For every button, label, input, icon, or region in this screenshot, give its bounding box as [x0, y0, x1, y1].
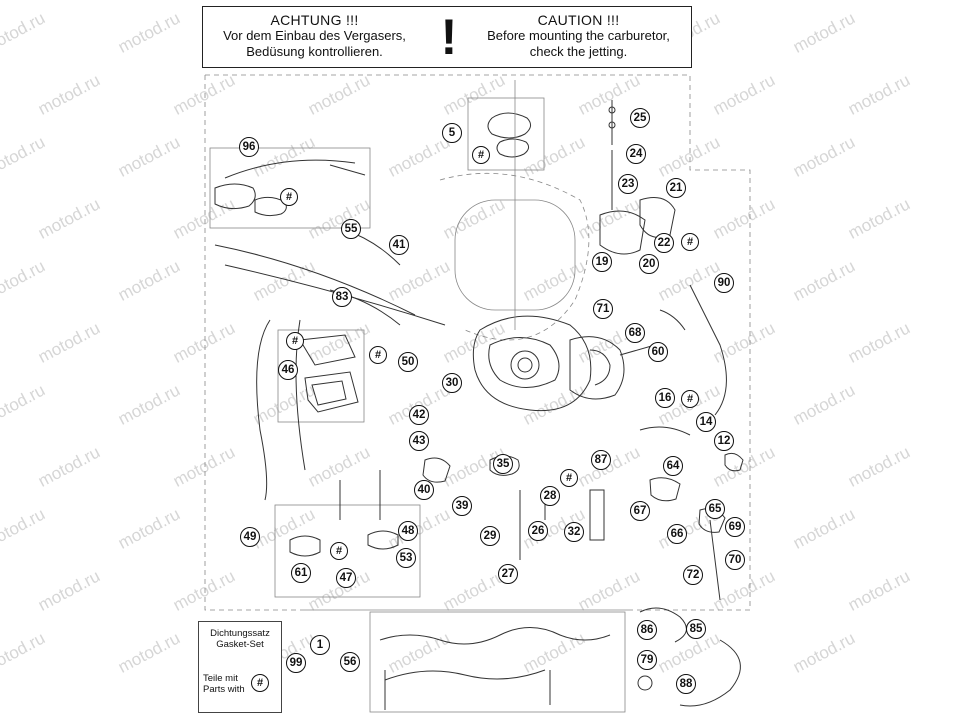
- callout-65[interactable]: 65: [705, 499, 725, 519]
- exclamation-icon: !: [440, 9, 458, 65]
- callout-61[interactable]: 61: [291, 563, 311, 583]
- callout-5[interactable]: 5: [442, 123, 462, 143]
- callout-96[interactable]: 96: [239, 137, 259, 157]
- callout-56[interactable]: 56: [340, 652, 360, 672]
- hash-marker: #: [472, 146, 490, 164]
- warning-english-line2: check the jetting.: [529, 44, 628, 59]
- callout-71[interactable]: 71: [593, 299, 613, 319]
- gasket-set-legend: Dichtungssatz Gasket-Set Teile mit Parts…: [198, 621, 282, 713]
- legend-gasket-en: Gasket-Set: [216, 639, 264, 650]
- callout-32[interactable]: 32: [564, 522, 584, 542]
- hash-marker: #: [560, 469, 578, 487]
- callout-70[interactable]: 70: [725, 550, 745, 570]
- callout-60[interactable]: 60: [648, 342, 668, 362]
- callout-14[interactable]: 14: [696, 412, 716, 432]
- hash-marker: #: [681, 233, 699, 251]
- callout-66[interactable]: 66: [667, 524, 687, 544]
- callout-53[interactable]: 53: [396, 548, 416, 568]
- callout-86[interactable]: 86: [637, 620, 657, 640]
- callout-48[interactable]: 48: [398, 521, 418, 541]
- callout-43[interactable]: 43: [409, 431, 429, 451]
- callout-72[interactable]: 72: [683, 565, 703, 585]
- callout-25[interactable]: 25: [630, 108, 650, 128]
- warning-box: ACHTUNG !!! Vor dem Einbau des Vergasers…: [202, 6, 692, 68]
- hash-marker: #: [280, 188, 298, 206]
- hash-marker: #: [251, 674, 269, 692]
- callout-68[interactable]: 68: [625, 323, 645, 343]
- callout-30[interactable]: 30: [442, 373, 462, 393]
- callout-26[interactable]: 26: [528, 521, 548, 541]
- callout-20[interactable]: 20: [639, 254, 659, 274]
- callout-42[interactable]: 42: [409, 405, 429, 425]
- warning-english-title: CAUTION !!!: [537, 12, 620, 28]
- callout-29[interactable]: 29: [480, 526, 500, 546]
- callout-87[interactable]: 87: [591, 450, 611, 470]
- warning-english: CAUTION !!! Before mounting the carburet…: [471, 12, 686, 60]
- warning-german-line1: Vor dem Einbau des Vergasers,: [223, 28, 406, 43]
- callout-67[interactable]: 67: [630, 501, 650, 521]
- hash-marker: #: [330, 542, 348, 560]
- callout-21[interactable]: 21: [666, 178, 686, 198]
- callout-90[interactable]: 90: [714, 273, 734, 293]
- callout-40[interactable]: 40: [414, 480, 434, 500]
- callout-46[interactable]: 46: [278, 360, 298, 380]
- hash-marker: #: [286, 332, 304, 350]
- legend-parts-de: Teile mit: [203, 673, 238, 684]
- callout-12[interactable]: 12: [714, 431, 734, 451]
- callout-88[interactable]: 88: [676, 674, 696, 694]
- callout-28[interactable]: 28: [540, 486, 560, 506]
- callout-64[interactable]: 64: [663, 456, 683, 476]
- callout-19[interactable]: 19: [592, 252, 612, 272]
- callout-85[interactable]: 85: [686, 619, 706, 639]
- callout-35[interactable]: 35: [493, 454, 513, 474]
- warning-german-line2: Bedüsung kontrollieren.: [246, 44, 383, 59]
- callout-22[interactable]: 22: [654, 233, 674, 253]
- legend-parts-en: Parts with: [203, 684, 245, 695]
- callout-55[interactable]: 55: [341, 219, 361, 239]
- callout-24[interactable]: 24: [626, 144, 646, 164]
- callout-49[interactable]: 49: [240, 527, 260, 547]
- callout-83[interactable]: 83: [332, 287, 352, 307]
- callout-47[interactable]: 47: [336, 568, 356, 588]
- warning-german: ACHTUNG !!! Vor dem Einbau des Vergasers…: [207, 12, 422, 60]
- callout-1[interactable]: 1: [310, 635, 330, 655]
- callout-50[interactable]: 50: [398, 352, 418, 372]
- hash-marker: #: [369, 346, 387, 364]
- callout-99[interactable]: 99: [286, 653, 306, 673]
- callout-27[interactable]: 27: [498, 564, 518, 584]
- callout-16[interactable]: 16: [655, 388, 675, 408]
- callout-69[interactable]: 69: [725, 517, 745, 537]
- warning-german-title: ACHTUNG !!!: [270, 12, 359, 28]
- callout-41[interactable]: 41: [389, 235, 409, 255]
- callout-39[interactable]: 39: [452, 496, 472, 516]
- warning-english-line1: Before mounting the carburetor,: [487, 28, 670, 43]
- callout-23[interactable]: 23: [618, 174, 638, 194]
- hash-marker: #: [681, 390, 699, 408]
- legend-gasket-de: Dichtungssatz: [210, 628, 270, 639]
- callout-79[interactable]: 79: [637, 650, 657, 670]
